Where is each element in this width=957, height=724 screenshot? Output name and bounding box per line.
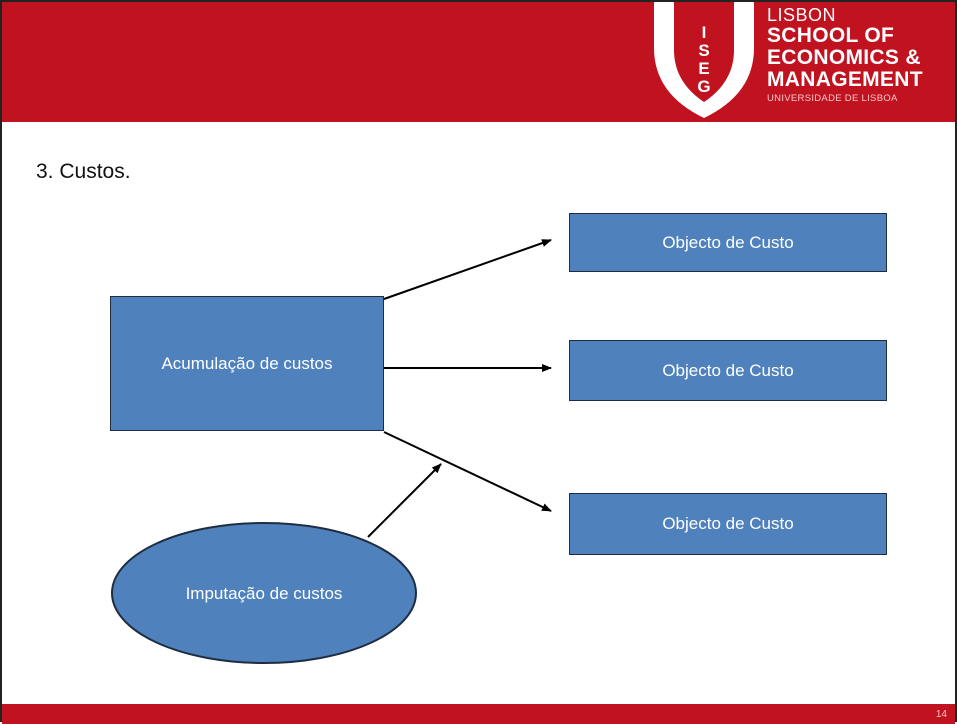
shield-letter-4: G <box>697 77 710 96</box>
target-box-3: Objecto de Custo <box>569 493 887 555</box>
imputation-ellipse-label: Imputação de custos <box>186 584 343 603</box>
logo-line-school: SCHOOL OF <box>767 24 895 47</box>
arrow-to-target-1 <box>383 239 552 300</box>
shield-icon: I S E G <box>654 2 754 118</box>
logo-line-economics: ECONOMICS & <box>767 46 921 69</box>
header-divider <box>2 122 955 126</box>
shield-letter-1: I <box>702 23 707 42</box>
footer-band <box>2 704 955 724</box>
shield-letter-2: S <box>698 41 709 60</box>
source-box: Acumulação de custos <box>110 296 384 431</box>
header-band <box>2 2 955 122</box>
section-title: 3. Custos. <box>36 160 131 183</box>
logo-line-university: UNIVERSIDADE DE LISBOA <box>767 93 898 104</box>
source-box-label: Acumulação de custos <box>161 353 333 373</box>
logo-wordmark: LISBON SCHOOL OF ECONOMICS & MANAGEMENT … <box>767 6 923 104</box>
target-box-1-label: Objecto de Custo <box>662 232 794 252</box>
shield-letter-3: E <box>698 59 709 78</box>
logo-line-management: MANAGEMENT <box>767 68 923 91</box>
arrow-from-ellipse <box>367 463 442 538</box>
target-box-1: Objecto de Custo <box>569 213 887 272</box>
arrow-to-target-3 <box>383 431 552 512</box>
diagram-connectors: Imputação de custos <box>111 239 552 664</box>
logo-line-lisbon: LISBON <box>767 5 837 25</box>
imputation-ellipse-shape <box>111 522 417 664</box>
iseg-logo: I S E G LISBON SCHOOL OF ECONOMICS & MAN… <box>650 2 955 122</box>
target-box-3-label: Objecto de Custo <box>662 514 794 533</box>
target-box-2-label: Objecto de Custo <box>662 360 794 380</box>
page-number: 14 <box>935 709 947 720</box>
target-box-2: Objecto de Custo <box>569 340 887 401</box>
